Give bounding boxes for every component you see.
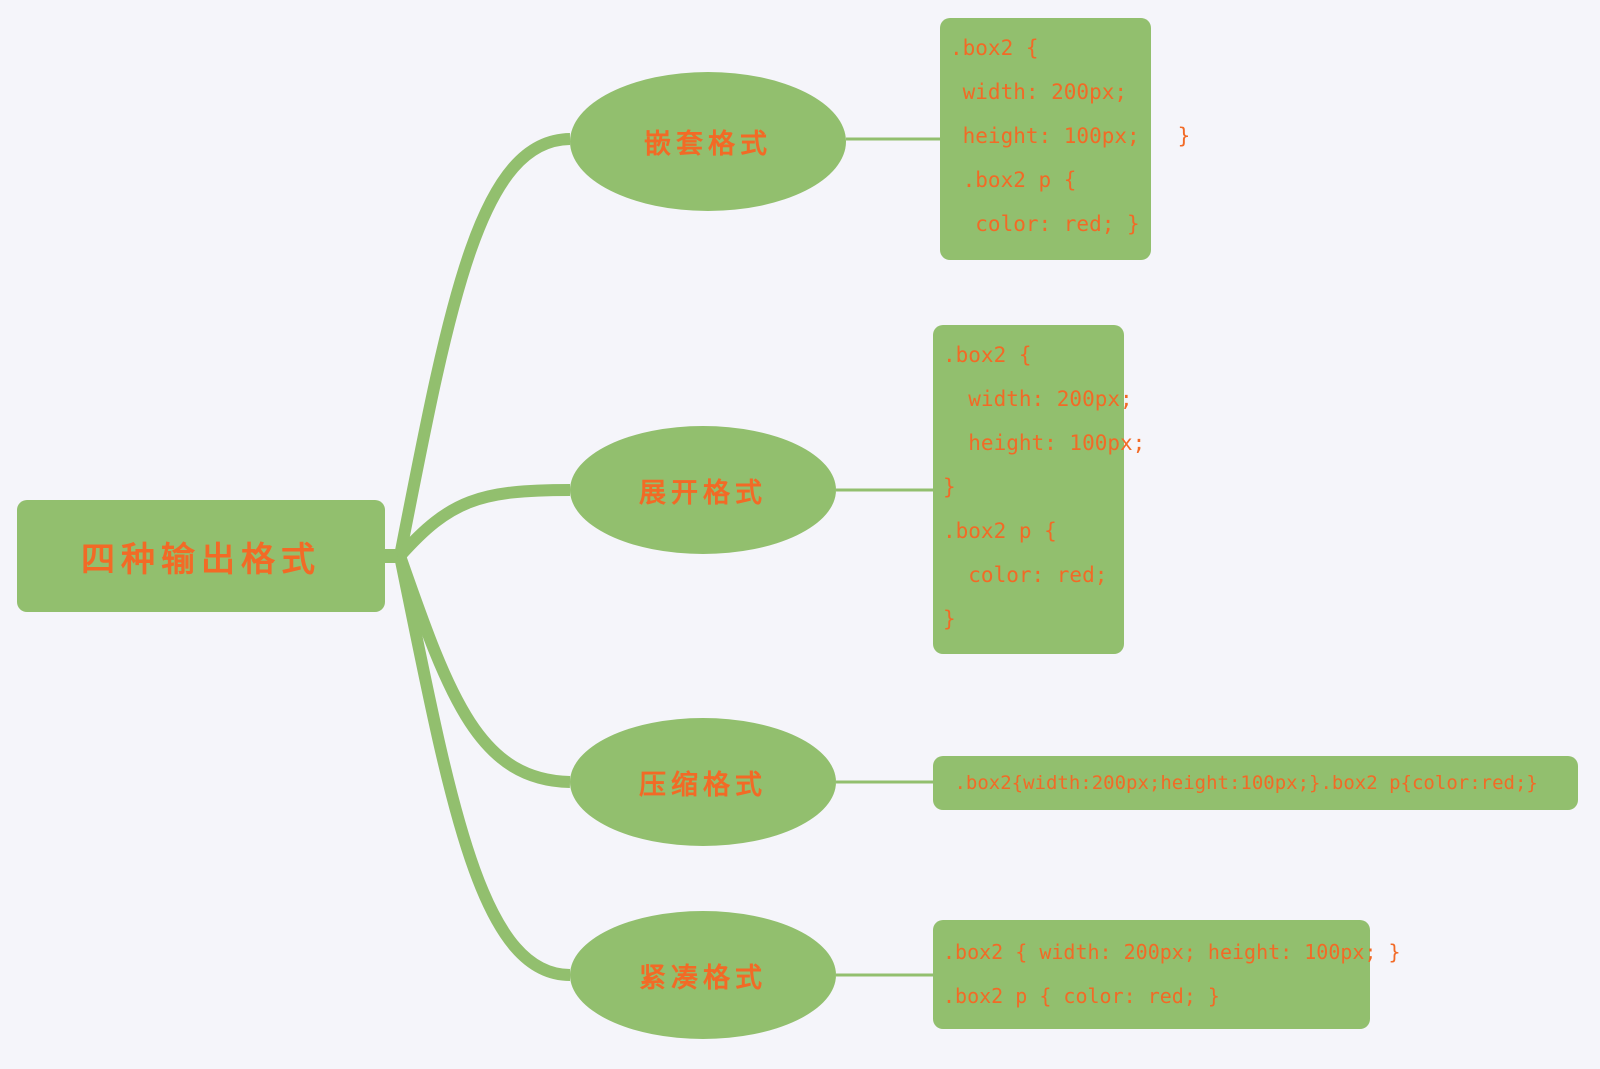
code-box-nested[interactable]: .box2 { width: 200px; height: 100px; } .… [940, 18, 1191, 260]
code-line: .box2 p { color: red; } [943, 984, 1220, 1008]
code-line: height: 100px; } [950, 124, 1191, 148]
code-line: .box2 { width: 200px; height: 100px; } [943, 940, 1401, 964]
code-line: .box2{width:200px;height:100px;}.box2 p{… [943, 772, 1538, 794]
code-line: .box2 p { [943, 519, 1057, 543]
root-node[interactable]: 四种输出格式 [17, 500, 385, 612]
branch-node-nested[interactable]: 嵌套格式 [570, 72, 846, 211]
code-line: .box2 { [950, 36, 1039, 60]
code-line: } [943, 475, 956, 499]
branch-node-expanded[interactable]: 展开格式 [570, 426, 836, 554]
branch-curve-compact [394, 554, 571, 981]
branch-curve-expanded [395, 484, 571, 560]
code-line: width: 200px; [943, 387, 1133, 411]
branch-node-compact[interactable]: 紧凑格式 [570, 911, 836, 1039]
branch-node-compressed[interactable]: 压缩格式 [570, 718, 836, 846]
branch-curve-nested [394, 133, 571, 558]
code-line: color: red; } [950, 212, 1140, 236]
code-line: color: red; [943, 563, 1108, 587]
code-line: width: 200px; [950, 80, 1128, 104]
code-line: } [943, 607, 956, 631]
code-box-compressed[interactable]: .box2{width:200px;height:100px;}.box2 p{… [933, 756, 1578, 810]
code-line: .box2 p { [950, 168, 1077, 192]
code-box-expanded[interactable]: .box2 { width: 200px; height: 100px; } .… [933, 325, 1146, 654]
code-line: .box2 { [943, 343, 1032, 367]
branch-curve-compressed [394, 554, 571, 788]
code-line: height: 100px; [943, 431, 1146, 455]
code-box-compact[interactable]: .box2 { width: 200px; height: 100px; } .… [933, 920, 1401, 1029]
